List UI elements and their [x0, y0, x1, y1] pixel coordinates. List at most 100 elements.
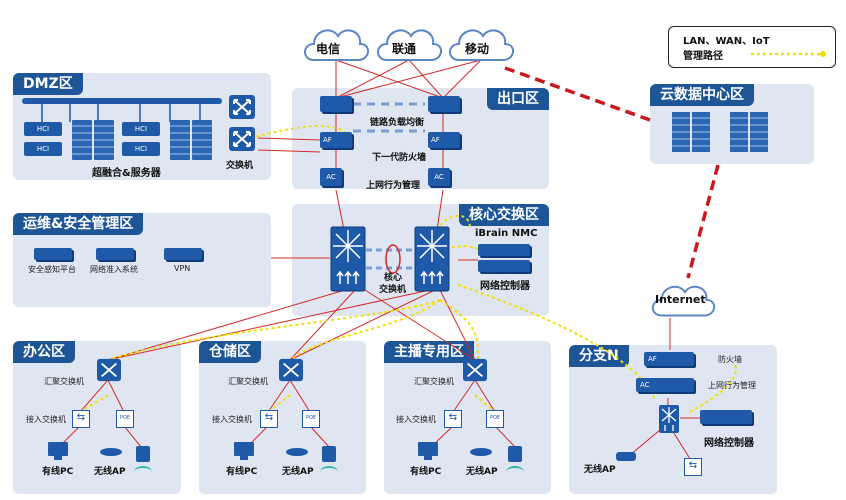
branch-firewall-icon: AF [644, 352, 694, 366]
broadcast-zone-title: 主播专用区 [384, 341, 474, 363]
aggregation-switch-icon [97, 358, 121, 382]
pc-icon [48, 442, 68, 456]
branch-ctrl-label: 网络控制器 [704, 438, 754, 449]
behavior-mgmt-icon: AC [320, 168, 342, 186]
legend-mgmt-line [751, 51, 826, 57]
wifi-waves-icon [134, 466, 152, 478]
broadcast-agg-label: 汇聚交换机 [414, 377, 454, 386]
exit-lb-label: 链路负载均衡 [370, 118, 425, 128]
pc-base-icon [54, 456, 62, 460]
branch-access-switch-icon: ⇆ [684, 458, 702, 476]
aggregation-switch-icon [463, 358, 487, 382]
nac-system-icon [96, 248, 134, 260]
branch-bm-label: 上网行为管理 [708, 381, 756, 390]
access-switch-icon: ⇆ [444, 410, 462, 428]
legend-line2: 管理路径 [683, 51, 723, 62]
wireless-ap-icon [286, 448, 308, 456]
access-switch-icon: ⇆ [260, 410, 278, 428]
controller-icon [478, 260, 530, 272]
rack-server-icon [94, 120, 114, 160]
switch-icon [229, 127, 255, 151]
cloud-dc-zone-title: 云数据中心区 [650, 84, 754, 106]
internet-label: Internet [655, 293, 706, 306]
office-access-label: 接入交换机 [26, 415, 66, 424]
exit-zone-title: 出口区 [487, 88, 549, 110]
cloud-icon [304, 29, 369, 61]
wifi-waves-icon [320, 466, 338, 478]
rack-server-icon [730, 112, 748, 152]
core-nmc-label: iBrain NMC [475, 228, 538, 239]
office-zone-title: 办公区 [13, 341, 75, 363]
carrier-mobile: 移动 [465, 42, 490, 56]
office-pc-label: 有线PC [42, 467, 74, 477]
storage-zone-title: 仓储区 [199, 341, 261, 363]
branch-fw-label: 防火墙 [718, 355, 742, 364]
aggregation-switch-icon [279, 358, 303, 382]
rack-server-icon [192, 120, 212, 160]
vpn-icon [164, 248, 202, 260]
switch-icon [229, 95, 255, 119]
hci-server-icon: HCI [122, 142, 160, 156]
branch-behavior-mgmt-icon: AC [636, 378, 694, 392]
core-switch-icon [330, 226, 366, 292]
broadcast-access-label: 接入交换机 [396, 415, 436, 424]
rack-server-icon [672, 112, 690, 152]
office-ap-label: 无线AP [94, 467, 126, 477]
office-agg-label: 汇聚交换机 [44, 377, 84, 386]
firewall-icon: AF [320, 132, 352, 148]
wireless-ap-icon [470, 448, 492, 456]
carrier-unicom: 联通 [392, 42, 417, 56]
rack-server-icon [170, 120, 190, 160]
firewall-icon: AF [428, 132, 460, 148]
load-balancer-icon [428, 96, 460, 112]
branch-ap-label: 无线AP [584, 465, 616, 475]
dmz-servers-label: 超融合&服务器 [92, 168, 161, 179]
core-zone-title: 核心交换区 [459, 204, 549, 226]
ops-item-1: 安全感知平台 [28, 265, 76, 274]
exit-fw-label: 下一代防火墙 [372, 153, 427, 163]
load-balancer-icon [320, 96, 352, 112]
core-switch-icon [414, 226, 450, 292]
storage-ap-label: 无线AP [282, 467, 314, 477]
poe-switch-icon: POE [302, 410, 320, 428]
pc-base-icon [424, 456, 432, 460]
storage-access-label: 接入交换机 [212, 415, 252, 424]
wifi-signal-icon [136, 446, 150, 462]
legend: LAN、WAN、IoT 管理路径 [668, 26, 836, 68]
broadcast-pc-label: 有线PC [410, 467, 442, 477]
core-ctrl-label: 网络控制器 [480, 281, 530, 292]
core-switch-label-2: 交换机 [379, 285, 407, 295]
poe-switch-icon: POE [486, 410, 504, 428]
pc-icon [418, 442, 438, 456]
branch-switch-icon [659, 405, 679, 433]
ops-zone: 运维&安全管理区 [13, 213, 271, 307]
rack-server-icon [72, 120, 92, 160]
wifi-signal-icon [322, 446, 336, 462]
controller-icon [478, 244, 530, 256]
wifi-signal-icon [508, 446, 522, 462]
access-switch-icon: ⇆ [72, 410, 90, 428]
hci-server-icon: HCI [24, 142, 62, 156]
ops-item-3: VPN [174, 264, 191, 273]
pc-icon [234, 442, 254, 456]
internet-cloud-icon [651, 285, 716, 317]
cloud-icon [449, 29, 514, 61]
dmz-switch-label: 交换机 [226, 161, 254, 171]
legend-line1: LAN、WAN、IoT [683, 36, 770, 47]
wireless-ap-icon [100, 448, 122, 456]
storage-agg-label: 汇聚交换机 [228, 377, 268, 386]
hci-server-icon: HCI [122, 122, 160, 136]
ops-item-2: 网络准入系统 [90, 265, 138, 274]
poe-switch-icon: POE [116, 410, 134, 428]
ops-zone-title: 运维&安全管理区 [13, 213, 144, 235]
carrier-telecom: 电信 [316, 42, 341, 56]
dmz-zone-title: DMZ区 [13, 73, 83, 95]
security-platform-icon [34, 248, 72, 260]
exit-bm-label: 上网行为管理 [366, 181, 421, 191]
storage-pc-label: 有线PC [226, 467, 258, 477]
hci-server-icon: HCI [24, 122, 62, 136]
behavior-mgmt-icon: AC [428, 168, 450, 186]
rack-server-icon [692, 112, 710, 152]
rack-server-icon [750, 112, 768, 152]
